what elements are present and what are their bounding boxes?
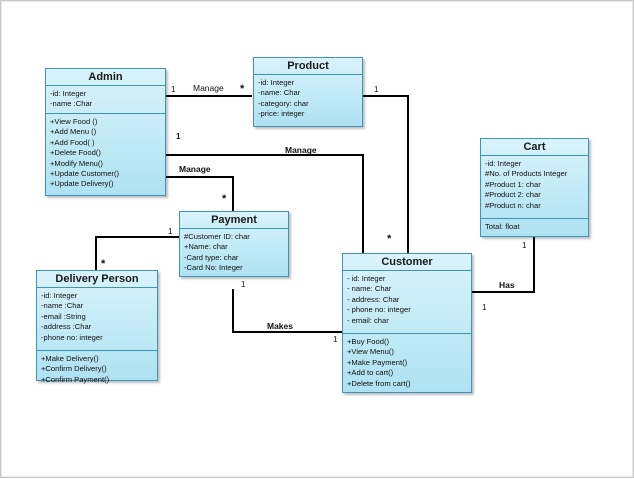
admin-customer-line bbox=[164, 154, 364, 253]
class-name: Cart bbox=[481, 139, 588, 156]
attribute: - id: Integer bbox=[347, 274, 386, 283]
attribute: #Customer ID: char bbox=[184, 232, 250, 241]
attribute: - email: char bbox=[347, 315, 389, 325]
attribute: -name: Char bbox=[258, 88, 301, 98]
attribute-list: -id: Integer #No. of Products Integer #P… bbox=[481, 156, 588, 219]
operation: +Confirm Delivery() bbox=[41, 364, 107, 374]
multiplicity-cart-customer-cart: 1 bbox=[522, 241, 527, 250]
multiplicity-product-customer-product: 1 bbox=[374, 85, 379, 94]
attribute: -price: integer bbox=[258, 109, 305, 119]
operation: +Update Delivery() bbox=[50, 179, 114, 189]
operation: Total: float bbox=[485, 222, 520, 231]
operation: +Add Food( ) bbox=[50, 137, 95, 147]
operation: +Add Menu () bbox=[50, 127, 97, 137]
attribute: -id: Integer bbox=[50, 89, 87, 98]
operation-list: Total: float bbox=[481, 219, 588, 234]
class-product: Product -id: Integer -name: Char -catego… bbox=[253, 57, 363, 127]
multiplicity-cart-customer-customer: 1 bbox=[482, 303, 487, 312]
product-customer-line bbox=[362, 95, 409, 253]
multiplicity-payment-customer-customer: 1 bbox=[333, 335, 338, 344]
attribute: #No. of Products Integer bbox=[485, 169, 568, 179]
multiplicity-payment-customer-payment: 1 bbox=[241, 280, 246, 289]
attribute: -Card No: Integer bbox=[184, 263, 243, 273]
operation-list: +Buy Food() +View Menu() +Make Payment()… bbox=[343, 334, 471, 391]
operation: +Delete Food() bbox=[50, 148, 101, 158]
operation: +Make Payment() bbox=[347, 357, 408, 367]
class-name: Delivery Person bbox=[37, 271, 157, 288]
attribute: - address: Char bbox=[347, 294, 400, 304]
attribute: - name: Char bbox=[347, 284, 392, 294]
attribute-list: #Customer ID: char +Name: char -Card typ… bbox=[180, 229, 288, 276]
multiplicity-admin-customer-admin: 1 bbox=[176, 132, 181, 141]
association-label-admin-customer: Manage bbox=[285, 145, 317, 155]
multiplicity-product-customer-customer: * bbox=[387, 233, 392, 245]
association-label-cart-customer: Has bbox=[499, 280, 515, 290]
attribute: -name :Char bbox=[50, 99, 93, 109]
class-customer: Customer - id: Integer - name: Char - ad… bbox=[342, 253, 472, 393]
class-name: Customer bbox=[343, 254, 471, 271]
attribute: -category: char bbox=[258, 98, 309, 108]
attribute: -address :Char bbox=[41, 322, 92, 332]
payment-customer-line bbox=[232, 289, 342, 333]
operation: +Add to cart() bbox=[347, 368, 394, 378]
attribute: #Product n: char bbox=[485, 200, 541, 210]
operation-list: +Make Delivery() +Confirm Delivery() +Co… bbox=[37, 351, 157, 387]
class-admin: Admin -id: Integer -name :Char +View Foo… bbox=[45, 68, 166, 196]
operation-list: +View Food () +Add Menu () +Add Food( ) … bbox=[46, 114, 165, 192]
operation: +View Menu() bbox=[347, 347, 394, 357]
operation: +Confirm Payment() bbox=[41, 374, 110, 384]
operation: +Buy Food() bbox=[347, 337, 389, 346]
multiplicity-admin-product-product: * bbox=[240, 83, 245, 95]
class-payment: Payment #Customer ID: char +Name: char -… bbox=[179, 211, 289, 277]
class-name: Payment bbox=[180, 212, 288, 229]
class-name: Admin bbox=[46, 69, 165, 86]
operation: +Update Customer() bbox=[50, 169, 120, 179]
attribute: -email :String bbox=[41, 311, 86, 321]
association-label-admin-product: Manage bbox=[193, 83, 224, 93]
attribute: -id: Integer bbox=[41, 291, 78, 300]
admin-payment-line bbox=[164, 176, 234, 211]
class-name: Product bbox=[254, 58, 362, 75]
attribute-list: -id: Integer -name: Char -category: char… bbox=[254, 75, 362, 122]
attribute: #Product 2: char bbox=[485, 190, 541, 200]
attribute-list: - id: Integer - name: Char - address: Ch… bbox=[343, 271, 471, 334]
multiplicity-payment-delivery-delivery: * bbox=[101, 258, 106, 270]
attribute-list: -id: Integer -name :Char bbox=[46, 86, 165, 114]
class-delivery-person: Delivery Person -id: Integer -name :Char… bbox=[36, 270, 158, 384]
attribute: -id: Integer bbox=[485, 159, 522, 168]
attribute: -id: Integer bbox=[258, 78, 295, 87]
operation: +View Food () bbox=[50, 117, 98, 126]
attribute: - phone no: integer bbox=[347, 305, 411, 315]
association-label-admin-payment: Manage bbox=[179, 164, 211, 174]
attribute: +Name: char bbox=[184, 242, 228, 252]
multiplicity-payment-delivery-payment: 1 bbox=[168, 227, 173, 236]
attribute-list: -id: Integer -name :Char -email :String … bbox=[37, 288, 157, 351]
cart-customer-line bbox=[471, 237, 535, 293]
operation: +Make Delivery() bbox=[41, 354, 99, 363]
class-cart: Cart -id: Integer #No. of Products Integ… bbox=[480, 138, 589, 237]
attribute: -Card type: char bbox=[184, 252, 239, 262]
attribute: #Product 1: char bbox=[485, 179, 541, 189]
association-label-payment-customer: Makes bbox=[267, 321, 293, 331]
payment-delivery-line bbox=[95, 236, 179, 270]
multiplicity-admin-product-admin: 1 bbox=[171, 85, 176, 94]
multiplicity-admin-payment-payment: * bbox=[222, 193, 227, 205]
operation: +Delete from cart() bbox=[347, 378, 411, 388]
attribute: -name :Char bbox=[41, 301, 84, 311]
operation: +Modify Menu() bbox=[50, 158, 103, 168]
attribute: -phone no: integer bbox=[41, 332, 103, 342]
